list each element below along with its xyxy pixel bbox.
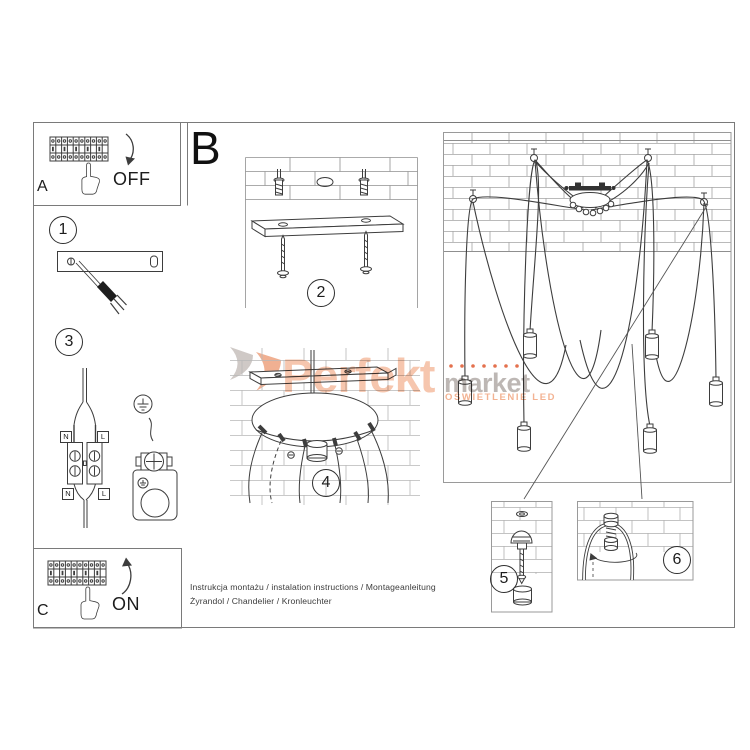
mounting-bar <box>250 215 405 238</box>
earth-wire <box>148 417 154 442</box>
watermark-tagline: OŚWIETLENIE LED <box>445 392 557 403</box>
footer-title-multilang: Instrukcja montażu / instalation instruc… <box>190 582 436 592</box>
wire-label-l-bottom: L <box>98 488 110 500</box>
section-b-label: B <box>190 122 221 174</box>
ceiling-lines <box>245 157 418 308</box>
pendant-socket <box>523 328 537 359</box>
step-6-badge: 6 <box>663 546 691 574</box>
step5-illustration <box>491 501 553 613</box>
step2-illustration <box>245 157 418 308</box>
wire-label-n-top: N <box>60 431 72 443</box>
step-4-badge: 4 <box>312 469 340 497</box>
wire-label-n-bottom: N <box>62 488 74 500</box>
canopy <box>564 182 616 217</box>
watermark-brand: Perfekt <box>282 349 435 402</box>
screw-icon <box>360 230 372 275</box>
cables <box>464 159 717 427</box>
mounting-bar <box>248 366 397 386</box>
step1-illustration <box>57 251 163 315</box>
breaker-panel-icon <box>49 136 109 162</box>
step6-illustration <box>577 501 694 581</box>
power-on-text: ON <box>112 594 140 614</box>
step-1-badge: 1 <box>49 216 77 244</box>
canopy-dome <box>248 392 389 504</box>
breaker-panel-icon <box>47 560 107 586</box>
detail-leader-lines <box>523 203 709 500</box>
panel-c-label: C <box>37 602 49 619</box>
earth-ground-icon <box>133 394 153 414</box>
ground-clamp-icon <box>132 451 178 521</box>
rotation-arrow-icon <box>589 552 638 563</box>
curved-arrow-up-icon <box>121 557 132 595</box>
wall-anchor-icon <box>273 169 285 196</box>
step3-illustration <box>67 368 178 528</box>
page-frame <box>33 122 735 628</box>
watermark-dots <box>449 364 519 368</box>
screwdriver-icon <box>75 260 127 315</box>
pendant-socket <box>645 329 659 360</box>
hand-icon <box>81 162 100 195</box>
pendant-socket <box>643 423 657 454</box>
screw-icon <box>277 234 289 279</box>
power-off-box <box>33 122 181 206</box>
pendant-socket <box>709 376 723 407</box>
hook-anchor-icon <box>603 512 619 551</box>
wall-anchor-icon <box>358 169 370 196</box>
footer-product-multilang: Żyrandol / Chandelier / Kronleuchter <box>190 596 332 606</box>
curved-arrow-down-icon <box>125 133 135 166</box>
power-off-text: OFF <box>113 169 151 189</box>
hook-anchor-icon <box>510 530 533 585</box>
wire-label-l-top: L <box>97 431 109 443</box>
power-on-box <box>33 548 182 629</box>
step-2-badge: 2 <box>307 279 335 307</box>
spacer-cylinder <box>513 585 532 606</box>
step-5-badge: 5 <box>490 565 518 593</box>
pendant-socket <box>517 421 531 452</box>
hand-icon <box>80 586 100 620</box>
step-3-badge: 3 <box>55 328 83 356</box>
watermark-brand-suffix: market <box>444 368 530 398</box>
panel-a-label: A <box>37 178 48 195</box>
terminal-block <box>67 368 103 528</box>
chandelier-overview <box>443 132 732 500</box>
